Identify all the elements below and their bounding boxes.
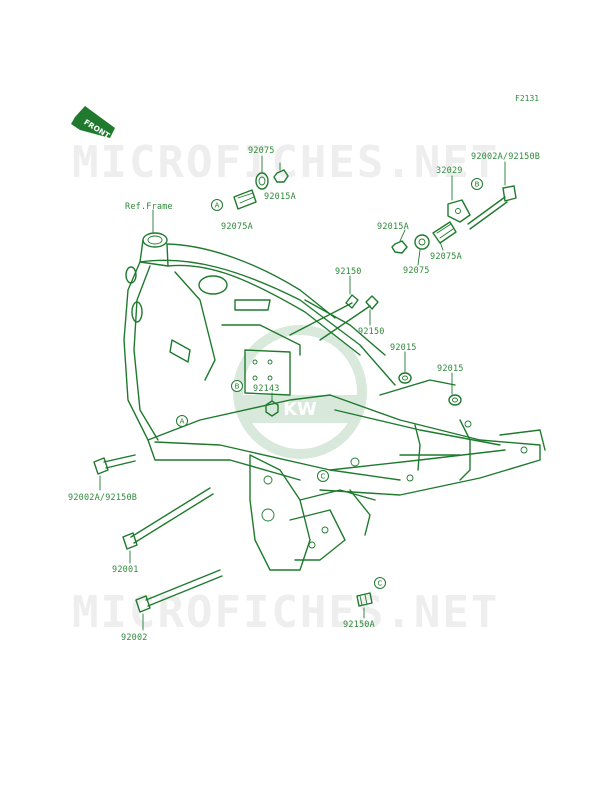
label-ref-frame: Ref.Frame <box>125 202 173 212</box>
svg-text:C: C <box>378 580 383 588</box>
bushing-92075-right <box>414 234 430 250</box>
callout-a-top: A <box>211 199 223 211</box>
bolt-92150A <box>356 592 373 607</box>
label-32029: 32029 <box>436 166 463 176</box>
svg-text:C: C <box>321 473 326 481</box>
label-92015-a: 92015 <box>390 343 417 353</box>
label-92143: 92143 <box>253 384 280 394</box>
label-92015-b: 92015 <box>437 364 464 374</box>
bushing-92075-left <box>255 172 269 190</box>
label-92075A-left: 92075A <box>221 222 253 232</box>
label-92150-a: 92150 <box>335 267 362 277</box>
callout-b-frame: B <box>231 380 243 392</box>
bolt-92002 <box>135 569 223 613</box>
callout-c-bottom: C <box>374 577 386 589</box>
svg-text:A: A <box>180 418 185 426</box>
front-arrow-icon: FRONT <box>71 106 115 141</box>
callout-a-frame: A <box>176 415 188 427</box>
svg-text:B: B <box>235 383 240 391</box>
svg-text:A: A <box>215 202 220 210</box>
label-92075-right: 92075 <box>403 266 430 276</box>
label-92075A-right: 92075A <box>430 252 462 262</box>
nut-92015-b <box>448 394 462 406</box>
bolt-92150-a <box>289 294 359 336</box>
nut-92015-a <box>398 372 412 384</box>
bolt-92001 <box>122 487 214 550</box>
label-92002A-92150B-left: 92002A/92150B <box>68 493 137 503</box>
callout-c-frame: C <box>317 470 329 482</box>
motorcycle-frame <box>123 232 546 571</box>
callout-b-top: B <box>471 178 483 190</box>
label-92015A-top: 92015A <box>264 192 296 202</box>
label-92001: 92001 <box>112 565 139 575</box>
label-92150-b: 92150 <box>358 327 385 337</box>
svg-text:B: B <box>475 181 480 189</box>
label-92002: 92002 <box>121 633 148 643</box>
svg-text:KW: KW <box>283 399 317 420</box>
watermark-bottom: MICROFICHES.NET <box>72 587 499 638</box>
label-92002A-92150B-top: 92002A/92150B <box>471 152 540 162</box>
watermark-top: MICROFICHES.NET <box>72 137 499 188</box>
bushing-92075A-left <box>233 189 257 210</box>
bolt-92002A-92150B-left <box>93 454 136 475</box>
label-92150A: 92150A <box>343 620 375 630</box>
nut-92015A-mid <box>391 240 408 254</box>
bushing-92075A-right <box>432 221 457 244</box>
figure-id: F2131 <box>515 94 539 103</box>
label-92075: 92075 <box>248 146 275 156</box>
bracket-32029 <box>447 199 471 223</box>
label-92015A-mid: 92015A <box>377 222 409 232</box>
bolt-92150-b <box>319 295 379 341</box>
leader-lines <box>99 155 506 631</box>
bolt-92002A-92150B-top <box>467 185 517 230</box>
nut-92015A-top <box>273 169 289 183</box>
